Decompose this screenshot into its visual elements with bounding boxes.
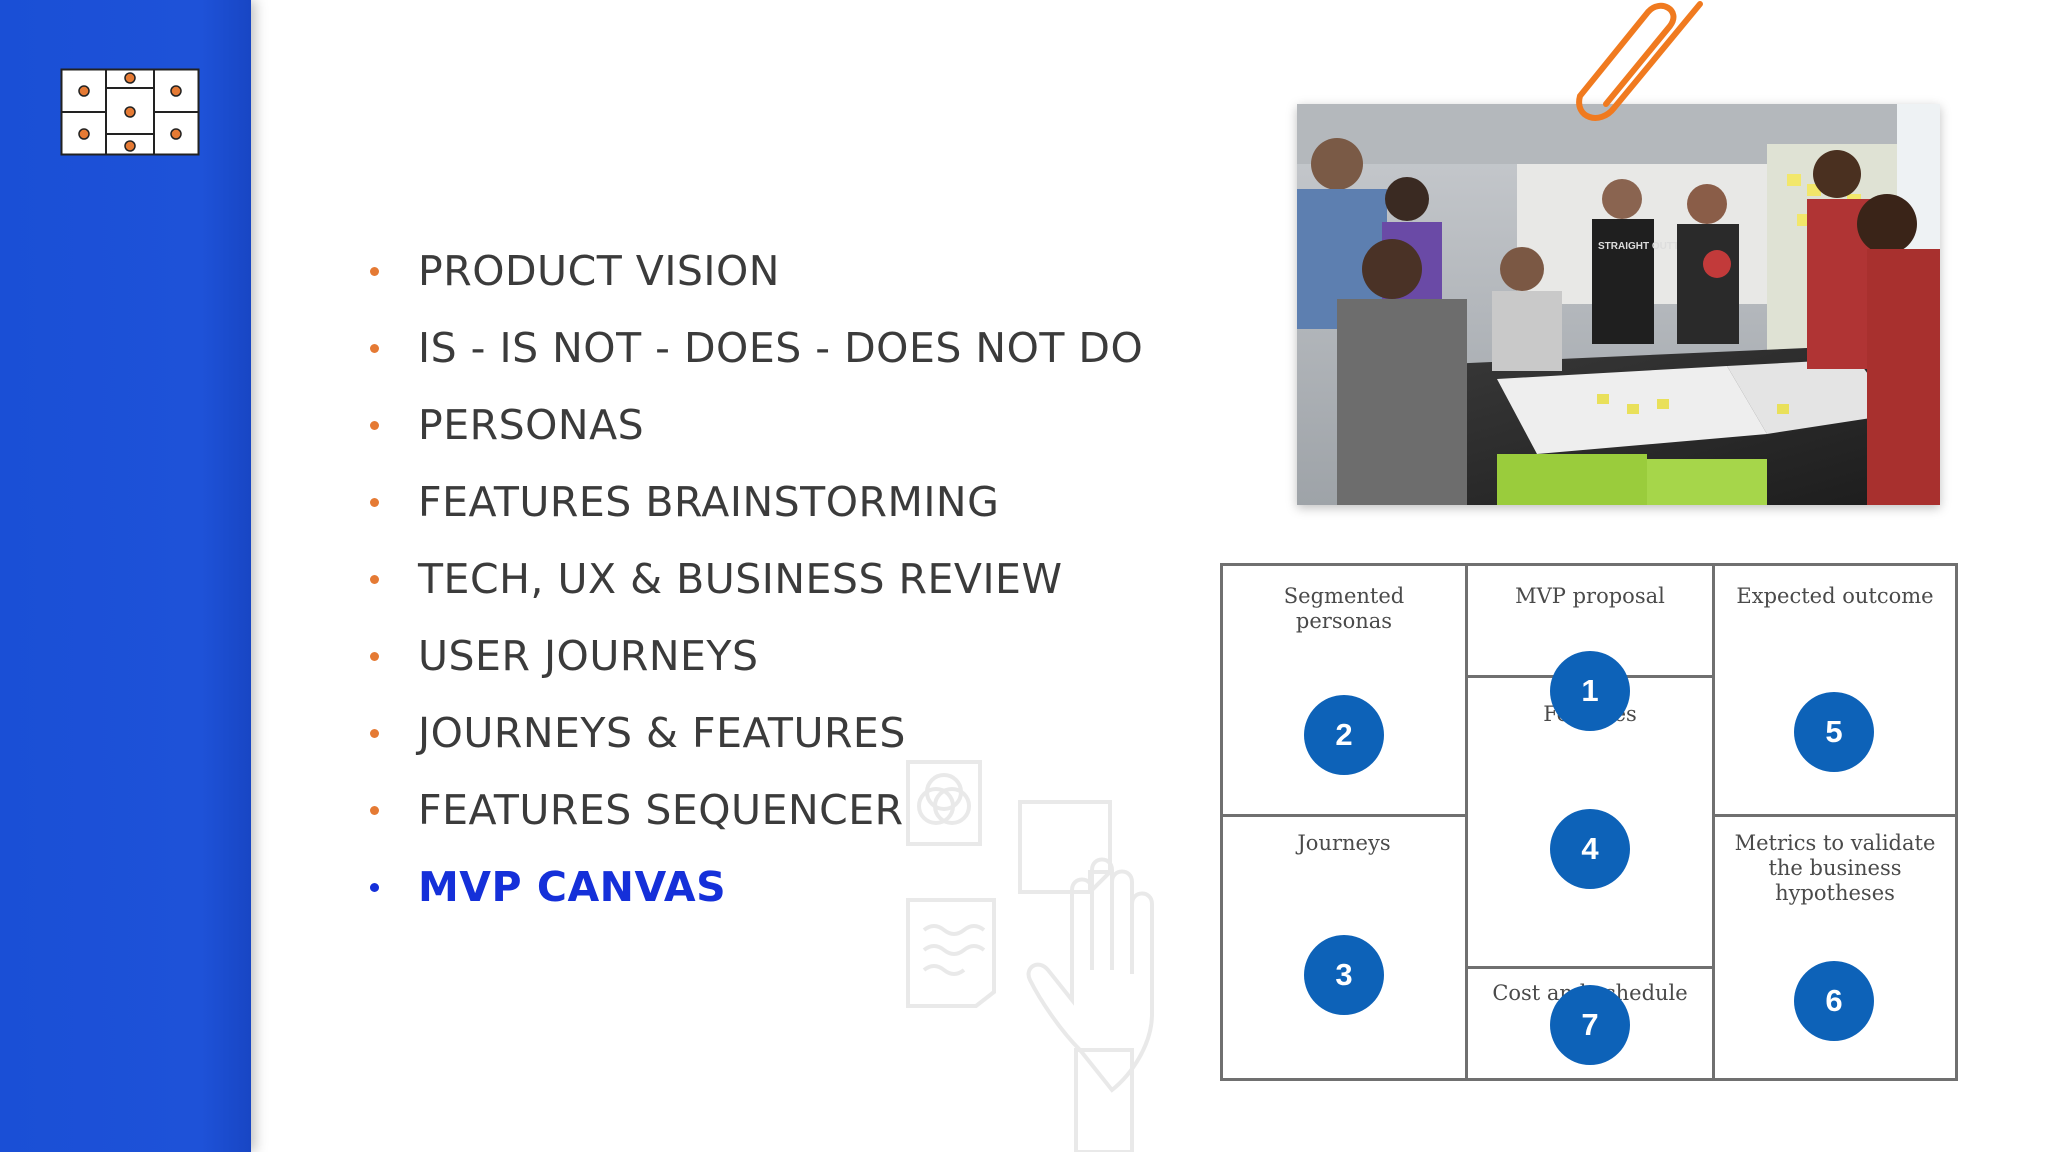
segmented-personas-cell: Segmented personas xyxy=(1220,563,1468,817)
metrics-label: Metrics to validate the business hypothe… xyxy=(1734,831,1936,905)
bullet-icon xyxy=(370,882,379,892)
canvas-logo-icon xyxy=(60,68,200,156)
workshop-photo: STRAIGHT OUTTA LAMO xyxy=(1297,104,1940,505)
number-badge: 4 xyxy=(1550,809,1630,889)
bullet-icon xyxy=(370,497,379,507)
agenda-item-label: FEATURES BRAINSTORMING xyxy=(418,477,1000,526)
bullet-icon xyxy=(370,805,379,815)
agenda-item-label: MVP CANVAS xyxy=(418,862,727,911)
shirt-text: STRAIGHT OUTTA LAMO xyxy=(1598,241,1718,252)
agenda-item[interactable]: PERSONAS xyxy=(370,386,1143,463)
agenda-item-label: PRODUCT VISION xyxy=(418,246,780,295)
paperclip-icon xyxy=(1576,1,1703,121)
agenda-item-label: FEATURES SEQUENCER xyxy=(418,785,904,834)
number-badge: 5 xyxy=(1794,692,1874,772)
agenda-item[interactable]: IS - IS NOT - DOES - DOES NOT DO xyxy=(370,309,1143,386)
agenda-item-label: IS - IS NOT - DOES - DOES NOT DO xyxy=(418,323,1144,372)
agenda-item[interactable]: USER JOURNEYS xyxy=(370,617,1143,694)
mvp-canvas: Segmented personas Journeys MVP proposal… xyxy=(1220,563,1958,1081)
number-badge: 3 xyxy=(1304,935,1384,1015)
agenda-item-label: USER JOURNEYS xyxy=(418,631,759,680)
agenda-item-active[interactable]: MVP CANVAS xyxy=(370,848,1143,925)
agenda-item[interactable]: FEATURES SEQUENCER xyxy=(370,771,1143,848)
bullet-icon xyxy=(370,651,379,661)
sidebar xyxy=(0,0,251,1152)
agenda-item[interactable]: TECH, UX & BUSINESS REVIEW xyxy=(370,540,1143,617)
agenda-item[interactable]: PRODUCT VISION xyxy=(370,232,1143,309)
number-badge: 2 xyxy=(1304,695,1384,775)
bullet-icon xyxy=(370,343,379,353)
segmented-personas-label: Segmented personas xyxy=(1283,584,1405,633)
journeys-cell: Journeys xyxy=(1220,814,1468,1081)
expected-outcome-label: Expected outcome xyxy=(1736,584,1934,608)
number-badge: 7 xyxy=(1550,985,1630,1065)
number-badge: 6 xyxy=(1794,961,1874,1041)
bullet-icon xyxy=(370,728,379,738)
mvp-proposal-label: MVP proposal xyxy=(1515,584,1665,608)
agenda-item-label: TECH, UX & BUSINESS REVIEW xyxy=(418,554,1063,603)
bullet-icon xyxy=(370,266,379,276)
agenda-item[interactable]: JOURNEYS & FEATURES xyxy=(370,694,1143,771)
number-badge: 1 xyxy=(1550,651,1630,731)
bullet-icon xyxy=(370,574,379,584)
expected-outcome-cell: Expected outcome xyxy=(1712,563,1958,817)
agenda-item-label: JOURNEYS & FEATURES xyxy=(418,708,906,757)
bullet-icon xyxy=(370,420,379,430)
team-workshop-photo-icon: STRAIGHT OUTTA LAMO xyxy=(1297,104,1940,505)
agenda-item[interactable]: FEATURES BRAINSTORMING xyxy=(370,463,1143,540)
journeys-label: Journeys xyxy=(1297,831,1391,855)
decorative-hand-notes-icon xyxy=(906,760,1154,1152)
agenda-item-label: PERSONAS xyxy=(418,400,645,449)
agenda-list: PRODUCT VISION IS - IS NOT - DOES - DOES… xyxy=(370,232,1143,925)
